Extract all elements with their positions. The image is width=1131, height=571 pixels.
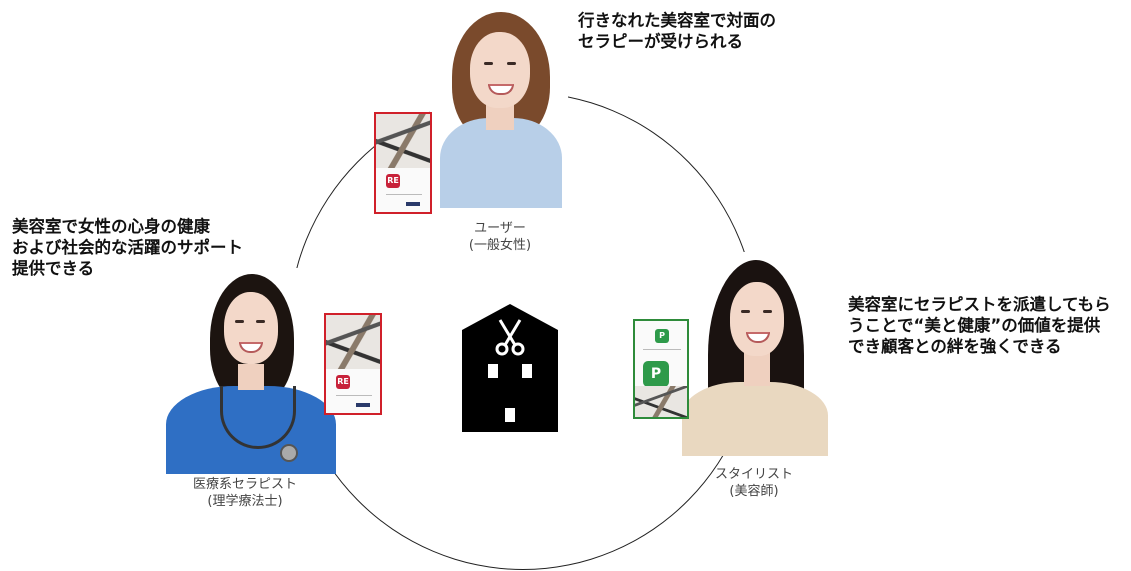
stylist-role: スタイリスト bbox=[714, 467, 793, 482]
user-portrait bbox=[430, 0, 568, 208]
therapist-headline-line-2: および社会的な活躍のサポート bbox=[12, 238, 243, 257]
therapist-role-detail: (理学療法士) bbox=[207, 494, 283, 509]
stylist-portrait bbox=[672, 252, 834, 456]
user-caption: ユーザー (一般女性) bbox=[440, 220, 560, 254]
therapist-headline-line-3: 提供できる bbox=[12, 259, 95, 278]
stylist-headline-line-1: 美容室にセラピストを派遣してもら bbox=[848, 295, 1111, 314]
user-headline-line-1: 行きなれた美容室で対面の bbox=[578, 11, 776, 30]
therapist-role: 医療系セラピスト bbox=[192, 477, 297, 492]
stylist-headline-line-2: うことで“美と健康”の価値を提供 bbox=[848, 316, 1101, 335]
therapist-app-phone: RE bbox=[324, 313, 382, 415]
stylist-role-detail: (美容師) bbox=[729, 484, 779, 499]
user-app-phone: RE bbox=[374, 112, 432, 214]
therapist-caption: 医療系セラピスト (理学療法士) bbox=[180, 476, 310, 510]
therapist-portrait bbox=[160, 268, 342, 474]
user-headline: 行きなれた美容室で対面の セラピーが受けられる bbox=[578, 10, 776, 52]
stylist-caption: スタイリスト (美容師) bbox=[694, 466, 814, 500]
user-role: ユーザー bbox=[474, 221, 526, 236]
stylist-headline-line-3: でき顧客との絆を強くできる bbox=[848, 337, 1062, 356]
therapist-headline: 美容室で女性の心身の健康 および社会的な活躍のサポート 提供できる bbox=[12, 216, 243, 279]
stylist-app-phone: P P bbox=[633, 319, 689, 419]
user-role-detail: (一般女性) bbox=[468, 238, 532, 253]
user-headline-line-2: セラピーが受けられる bbox=[578, 32, 743, 51]
scissors-building-icon bbox=[462, 304, 558, 432]
therapist-headline-line-1: 美容室で女性の心身の健康 bbox=[12, 217, 210, 236]
stylist-headline: 美容室にセラピストを派遣してもら うことで“美と健康”の価値を提供 でき顧客との… bbox=[848, 294, 1111, 357]
